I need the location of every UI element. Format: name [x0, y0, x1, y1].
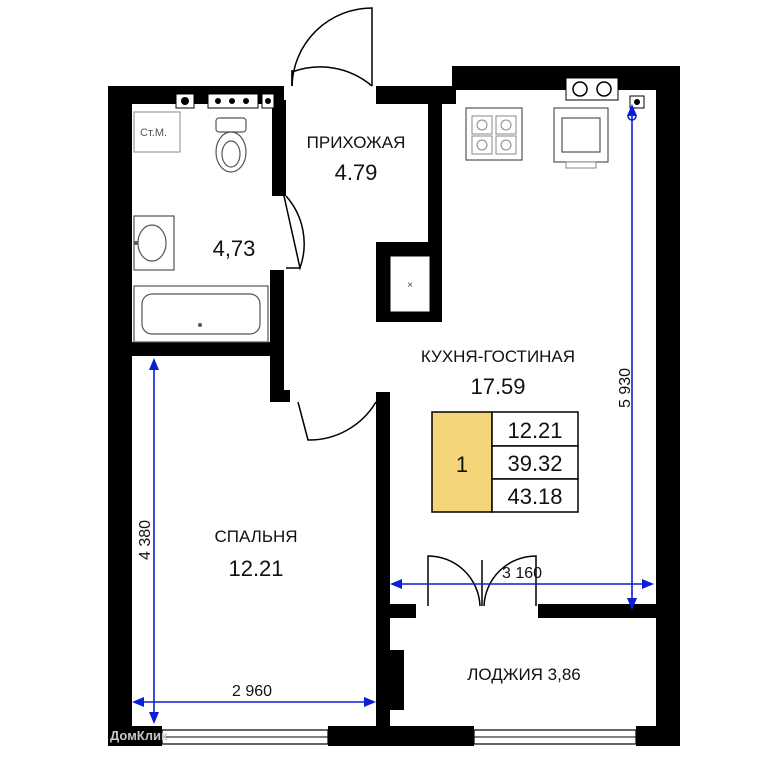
loggia-label: ЛОДЖИЯ 3,86 [467, 665, 581, 684]
bedroom-width-label: 2 960 [232, 683, 272, 700]
kitchen-height-label: 5 930 [617, 368, 634, 408]
kitchen-sink-icon [553, 107, 609, 169]
sink-icon [133, 215, 175, 271]
bathroom-top-fixtures [175, 93, 275, 109]
hallway-name: ПРИХОЖАЯ [307, 133, 406, 152]
dimension-bedroom-height [149, 358, 159, 724]
stove-icon [465, 107, 523, 161]
ventilation-duct [389, 255, 431, 313]
svg-text:×: × [407, 280, 413, 291]
bottom-windows [161, 729, 637, 745]
washer-label: Ст.М. [140, 127, 167, 139]
hallway-area: 4.79 [335, 160, 378, 185]
washing-machine: Ст.М. [133, 111, 181, 153]
living-area-value: 12.21 [507, 418, 562, 443]
bedroom-name: СПАЛЬНЯ [214, 527, 297, 546]
toilet-icon [215, 117, 247, 173]
walls [108, 66, 680, 746]
bedroom-area: 12.21 [228, 556, 283, 581]
rooms-count: 1 [456, 452, 468, 477]
kitchen-top-fixtures [565, 77, 645, 109]
kitchen-area: 17.59 [470, 374, 525, 399]
dimension-kitchen-height [627, 104, 637, 610]
bathroom-area: 4,73 [213, 236, 256, 261]
doors [283, 7, 537, 607]
total-area-value: 39.32 [507, 451, 562, 476]
kitchen-name: КУХНЯ-ГОСТИНАЯ [421, 347, 575, 366]
kitchen-width-label: 3 160 [502, 565, 542, 582]
watermark-logo: ДомКлик [110, 728, 168, 743]
bedroom-height-label: 4 380 [137, 520, 154, 560]
total-with-loggia-value: 43.18 [507, 484, 562, 509]
dimension-bedroom-width [132, 697, 376, 707]
bathtub-icon [133, 285, 269, 343]
dimension-kitchen-width [390, 579, 654, 589]
summary-badge: 1 12.21 39.32 43.18 [431, 411, 579, 513]
